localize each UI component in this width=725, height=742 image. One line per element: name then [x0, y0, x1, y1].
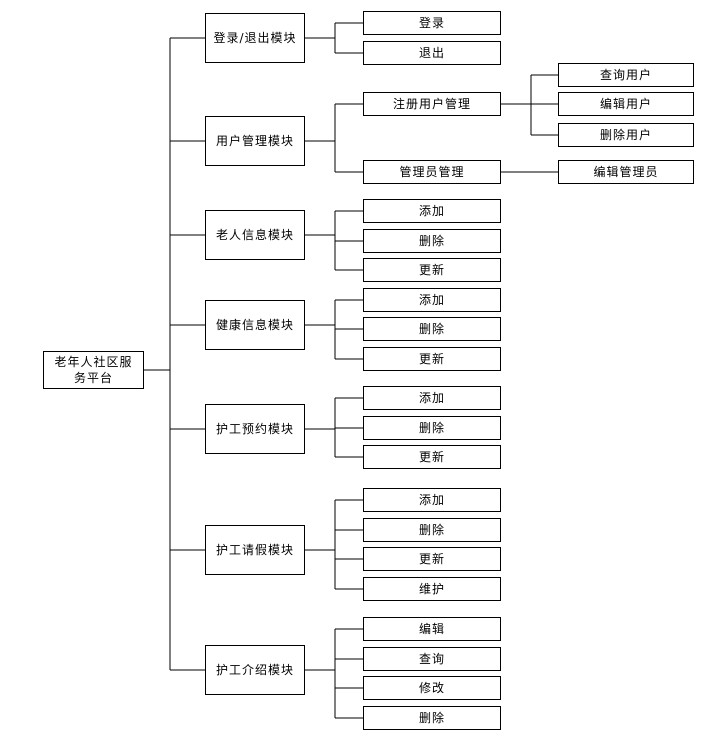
- leaf-label: 删除用户: [599, 128, 652, 142]
- module-label: 老人信息模块: [215, 228, 294, 242]
- leaf-node: 修改: [363, 676, 501, 700]
- leaf-label: 查询: [418, 652, 445, 666]
- leaf-node: 查询: [363, 647, 501, 671]
- leaf-node: 维护: [363, 577, 501, 601]
- leaf-label: 添加: [418, 293, 445, 307]
- leaf-label: 维护: [418, 582, 445, 596]
- leaf-node: 编辑: [363, 617, 501, 641]
- leaf-node: 更新: [363, 258, 501, 282]
- leaf-label: 编辑: [418, 622, 445, 636]
- module-caregiver-booking: 护工预约模块: [205, 404, 305, 454]
- leaf-label: 退出: [418, 46, 445, 60]
- leaf-node: 删除: [363, 317, 501, 341]
- leaf-label: 编辑管理员: [593, 165, 659, 179]
- module-label: 护工预约模块: [215, 422, 294, 436]
- submodule-registered-users: 注册用户管理: [363, 92, 501, 116]
- leaf-label: 添加: [418, 493, 445, 507]
- submodule-admin-management: 管理员管理: [363, 160, 501, 184]
- leaf-label: 修改: [418, 681, 445, 695]
- leaf-node: 添加: [363, 288, 501, 312]
- leaf-label: 更新: [418, 450, 445, 464]
- leaf-label: 添加: [418, 391, 445, 405]
- leaf-node: 编辑用户: [558, 92, 694, 116]
- submodule-label: 注册用户管理: [392, 97, 471, 111]
- leaf-label: 删除: [418, 711, 445, 725]
- module-user-management: 用户管理模块: [205, 116, 305, 166]
- leaf-label: 添加: [418, 204, 445, 218]
- leaf-node: 更新: [363, 547, 501, 571]
- module-label: 护工请假模块: [215, 543, 294, 557]
- module-caregiver-leave: 护工请假模块: [205, 525, 305, 575]
- leaf-node: 编辑管理员: [558, 160, 694, 184]
- leaf-label: 删除: [418, 421, 445, 435]
- leaf-node: 更新: [363, 347, 501, 371]
- leaf-label: 删除: [418, 234, 445, 248]
- leaf-label: 查询用户: [599, 68, 652, 82]
- leaf-label: 更新: [418, 552, 445, 566]
- leaf-node: 更新: [363, 445, 501, 469]
- leaf-node: 删除: [363, 518, 501, 542]
- submodule-label: 管理员管理: [399, 165, 465, 179]
- leaf-node: 删除: [363, 229, 501, 253]
- leaf-node: 删除用户: [558, 123, 694, 147]
- root-node: 老年人社区服务平台: [43, 351, 144, 389]
- leaf-node: 添加: [363, 488, 501, 512]
- leaf-label: 更新: [418, 263, 445, 277]
- leaf-label: 登录: [418, 16, 445, 30]
- module-login-logout: 登录/退出模块: [205, 13, 305, 63]
- leaf-node: 查询用户: [558, 63, 694, 87]
- module-health-info: 健康信息模块: [205, 300, 305, 350]
- leaf-node: 删除: [363, 706, 501, 730]
- module-label: 登录/退出模块: [213, 31, 297, 45]
- leaf-node: 删除: [363, 416, 501, 440]
- leaf-label: 编辑用户: [599, 97, 652, 111]
- module-elder-info: 老人信息模块: [205, 210, 305, 260]
- module-caregiver-intro: 护工介绍模块: [205, 645, 305, 695]
- leaf-label: 删除: [418, 523, 445, 537]
- leaf-node: 添加: [363, 199, 501, 223]
- leaf-node: 添加: [363, 386, 501, 410]
- module-label: 护工介绍模块: [215, 663, 294, 677]
- leaf-label: 更新: [418, 352, 445, 366]
- leaf-node: 退出: [363, 41, 501, 65]
- leaf-node: 登录: [363, 11, 501, 35]
- leaf-label: 删除: [418, 322, 445, 336]
- module-label: 用户管理模块: [215, 134, 294, 148]
- module-label: 健康信息模块: [215, 318, 294, 332]
- root-label: 老年人社区服务平台: [54, 355, 133, 385]
